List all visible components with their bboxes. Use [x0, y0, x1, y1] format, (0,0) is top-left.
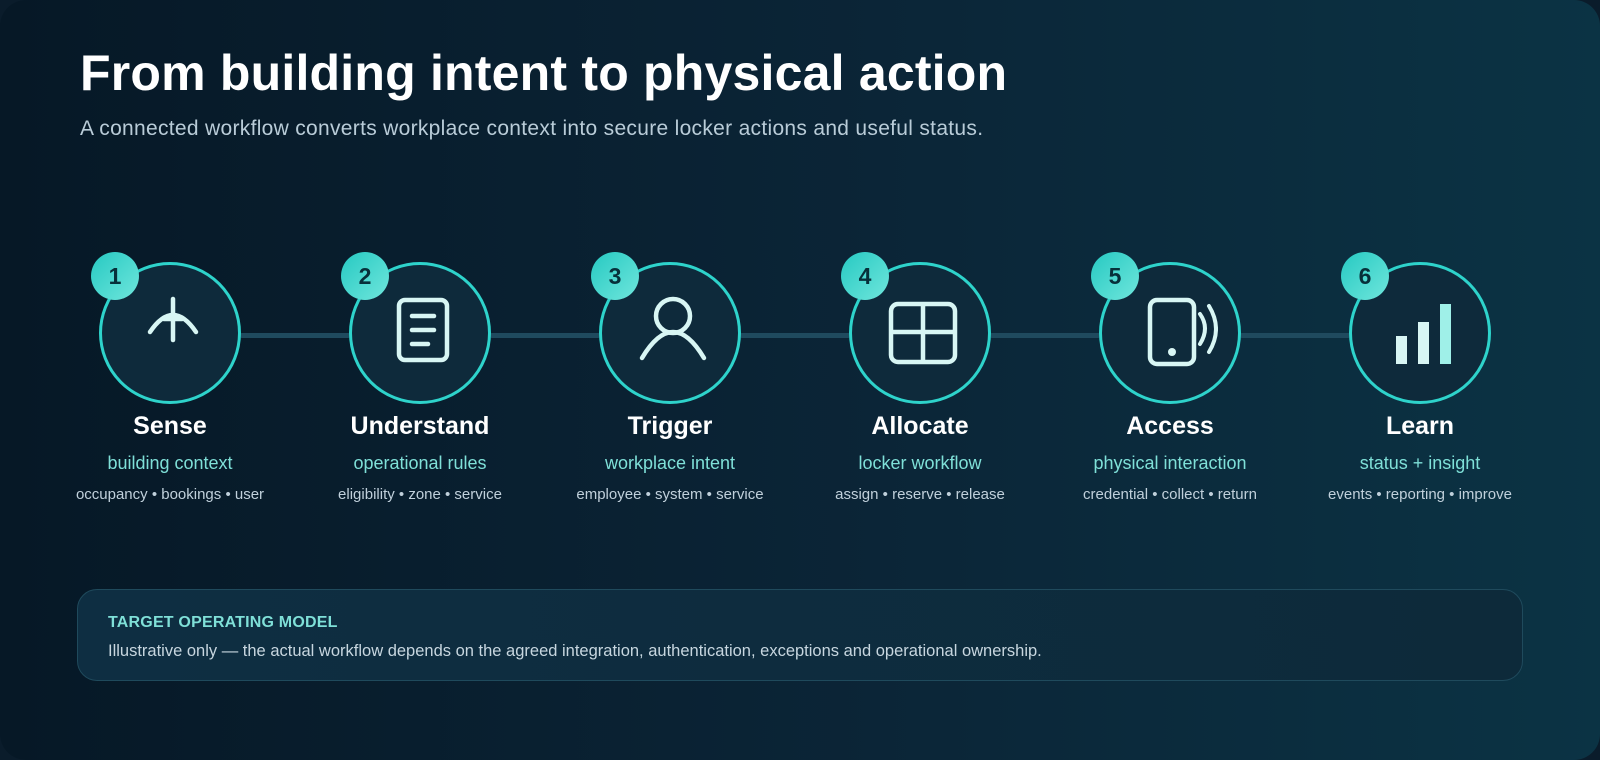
step-title: Trigger	[627, 412, 713, 440]
operating-model-note: TARGET OPERATING MODEL Illustrative only…	[77, 589, 1523, 681]
step-ring: 4	[841, 252, 991, 404]
step-subtitle: building context	[107, 453, 233, 473]
step-number-badge: 5	[1091, 252, 1139, 300]
step-number-badge: 4	[841, 252, 889, 300]
step-detail: occupancy • bookings • user	[75, 486, 265, 503]
step-understand: 2 Understand operational rules eligibili…	[300, 252, 540, 503]
sensor-icon	[147, 296, 199, 343]
step-title: Allocate	[871, 412, 969, 440]
step-number-badge: 1	[91, 252, 139, 300]
step-allocate: 4 Allocate locker workflow assign • rese…	[800, 252, 1040, 503]
connector-4-5	[990, 333, 1100, 338]
connector-3-4	[740, 333, 850, 338]
step-detail: assign • reserve • release	[835, 486, 1005, 503]
step-detail: employee • system • service	[576, 486, 764, 503]
step-subtitle: operational rules	[353, 453, 487, 473]
step-title: Understand	[350, 412, 490, 440]
step-subtitle: locker workflow	[858, 453, 982, 473]
page-subtitle: A connected workflow converts workplace …	[80, 117, 984, 140]
connector-2-3	[490, 333, 600, 338]
step-detail: credential • collect • return	[1083, 486, 1257, 503]
step-number-badge: 3	[591, 252, 639, 300]
step-ring: 2	[341, 252, 491, 404]
step-title: Access	[1126, 412, 1214, 440]
note-label: TARGET OPERATING MODEL	[108, 614, 338, 631]
step-subtitle: status + insight	[1359, 453, 1481, 473]
step-access: 5 Access physical interaction credential…	[1050, 252, 1290, 503]
step-sense: 1 Sense building context occupancy • boo…	[50, 252, 290, 503]
connector-5-6	[1240, 333, 1350, 338]
step-detail: events • reporting • improve	[1328, 486, 1512, 503]
step-subtitle: physical interaction	[1093, 453, 1247, 473]
page-title: From building intent to physical action	[80, 45, 1008, 101]
step-ring: 5	[1091, 252, 1241, 404]
step-ring: 3	[591, 252, 741, 404]
mobile-tap-icon	[1147, 297, 1218, 367]
step-title: Sense	[133, 412, 207, 440]
step-detail: eligibility • zone • service	[338, 486, 502, 503]
connector-1-2	[240, 333, 350, 338]
step-subtitle: workplace intent	[604, 453, 736, 473]
locker-grid-icon	[888, 301, 958, 365]
step-ring: 1	[91, 252, 241, 404]
step-number-badge: 2	[341, 252, 389, 300]
step-number-badge: 6	[1341, 252, 1389, 300]
document-icon	[396, 297, 450, 363]
step-trigger: 3 Trigger workplace intent employee • sy…	[550, 252, 790, 503]
step-title: Learn	[1385, 412, 1455, 440]
note-text: Illustrative only — the actual workflow …	[108, 642, 1042, 660]
person-icon	[639, 296, 707, 361]
bar-chart-icon	[1396, 304, 1451, 364]
step-learn: 6 Learn status + insight events • report…	[1300, 252, 1540, 503]
step-ring: 6	[1341, 252, 1491, 404]
